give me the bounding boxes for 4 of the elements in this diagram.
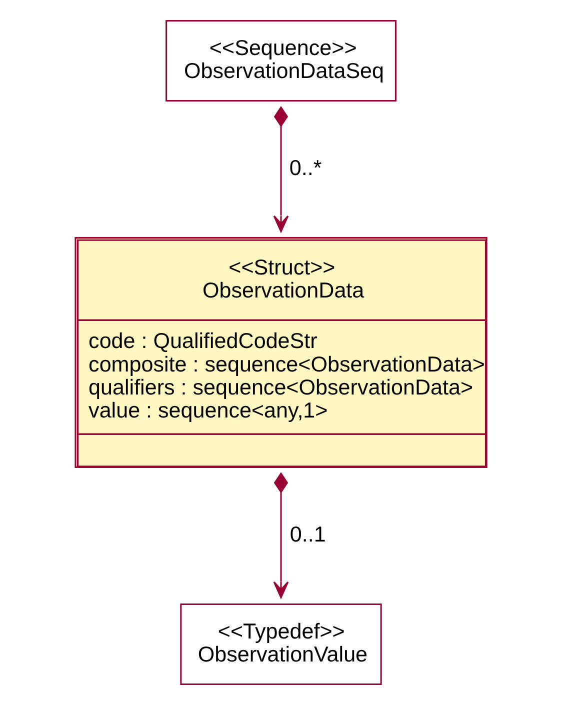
edge-label: 0..1 <box>290 521 326 546</box>
edge-label: 0..* <box>289 154 322 180</box>
arrow <box>273 472 289 598</box>
arrow <box>273 106 289 232</box>
